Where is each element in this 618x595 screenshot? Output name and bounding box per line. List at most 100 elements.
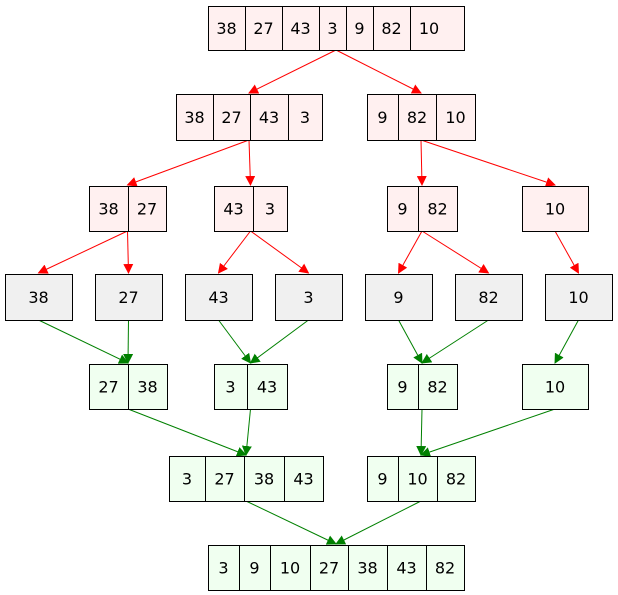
edge-sL-to-sLL [126, 139, 250, 187]
edge-l82-to-m982 [421, 319, 489, 364]
cell-value: 82 [446, 470, 466, 489]
cell-value: 43 [223, 200, 243, 219]
node-box [214, 186, 288, 232]
cell-value: 9 [354, 19, 364, 38]
edge-l10-to-m10 [554, 319, 579, 364]
node-box [275, 274, 343, 321]
edge-sLL-to-l38 [37, 230, 128, 274]
node-m2738: 27 38 [89, 364, 168, 410]
node-l3: 3 [275, 274, 343, 321]
cell-value: 82 [407, 108, 427, 127]
edge-mR-to-final [335, 500, 422, 545]
cell-value: 27 [214, 470, 234, 489]
cell-value: 38 [184, 108, 204, 127]
node-box [387, 186, 458, 232]
node-mR: 9 10 82 [367, 456, 476, 502]
edge-l27-to-m2738 [123, 319, 134, 364]
cell-value: 27 [319, 559, 339, 578]
edge-sLL-to-l27 [123, 230, 134, 274]
node-box [208, 545, 465, 591]
node-sRR: 10 [522, 186, 589, 232]
node-box [208, 6, 465, 51]
edge-m982-to-mR [416, 408, 427, 456]
node-box [365, 274, 433, 321]
node-box [214, 364, 288, 410]
cell-value: 3 [218, 559, 228, 578]
node-box [545, 274, 613, 321]
cell-value: 9 [377, 470, 387, 489]
node-sRL: 9 82 [387, 186, 458, 232]
node-box [455, 274, 523, 321]
edge-l3-to-m343 [249, 319, 309, 364]
cell-value: 38 [254, 470, 274, 489]
cell-value: 9 [397, 378, 407, 397]
cell-value: 10 [545, 378, 565, 397]
edge-sR-to-sRR [420, 139, 556, 187]
edge-sRL-to-l9 [398, 230, 423, 274]
cell-value: 38 [137, 378, 157, 397]
node-box [5, 274, 73, 321]
cell-value: 38 [98, 200, 118, 219]
cell-value: 3 [182, 470, 192, 489]
cell-value: 9 [397, 200, 407, 219]
node-box [522, 364, 589, 410]
edge-m2738-to-mL [127, 408, 247, 457]
node-sL: 38 27 43 3 [176, 94, 323, 141]
cell-value: 38 [28, 288, 48, 307]
node-l9: 9 [365, 274, 433, 321]
node-l27: 27 [95, 274, 163, 321]
cell-value: 82 [427, 378, 447, 397]
node-m10: 10 [522, 364, 589, 410]
cell-value: 27 [98, 378, 118, 397]
cell-value: 82 [478, 288, 498, 307]
cell-value: 43 [259, 108, 279, 127]
edge-sRR-to-l10 [554, 230, 579, 274]
node-box [176, 94, 323, 141]
cell-value: 3 [300, 108, 310, 127]
cell-value: 43 [257, 378, 277, 397]
cell-value: 10 [568, 288, 588, 307]
node-sR: 9 82 10 [367, 94, 476, 141]
node-box [387, 364, 458, 410]
edge-sLR-to-l43 [217, 230, 251, 274]
node-m982: 9 82 [387, 364, 458, 410]
edge-l38-to-m2738 [38, 319, 129, 364]
cell-value: 27 [253, 19, 273, 38]
cell-value: 9 [377, 108, 387, 127]
edge-l43-to-m343 [218, 319, 252, 364]
cell-value: 3 [303, 288, 313, 307]
cell-value: 10 [545, 200, 565, 219]
cell-value: 82 [427, 200, 447, 219]
node-box [169, 456, 324, 502]
node-l10: 10 [545, 274, 613, 321]
cell-value: 27 [137, 200, 157, 219]
edges-layer [37, 49, 579, 545]
node-l82: 82 [455, 274, 523, 321]
cell-value: 27 [221, 108, 241, 127]
edge-root-to-sL [248, 49, 337, 94]
edge-sR-to-sRL [416, 139, 427, 186]
cell-value: 3 [225, 378, 235, 397]
edge-mL-to-final [245, 500, 337, 545]
cell-value: 10 [407, 470, 427, 489]
edge-root-to-sR [335, 49, 422, 94]
node-l43: 43 [185, 274, 253, 321]
cell-value: 82 [381, 19, 401, 38]
node-m343: 3 43 [214, 364, 288, 410]
node-l38: 38 [5, 274, 73, 321]
node-box [95, 274, 163, 321]
cell-value: 10 [445, 108, 465, 127]
cell-value: 10 [280, 559, 300, 578]
edge-sL-to-sLR [245, 139, 256, 186]
edge-m10-to-mR [420, 408, 556, 457]
node-box [185, 274, 253, 321]
node-box [367, 456, 476, 502]
cell-value: 9 [393, 288, 403, 307]
edge-m343-to-mL [241, 408, 252, 456]
cell-value: 10 [419, 19, 439, 38]
cell-value: 82 [435, 559, 455, 578]
